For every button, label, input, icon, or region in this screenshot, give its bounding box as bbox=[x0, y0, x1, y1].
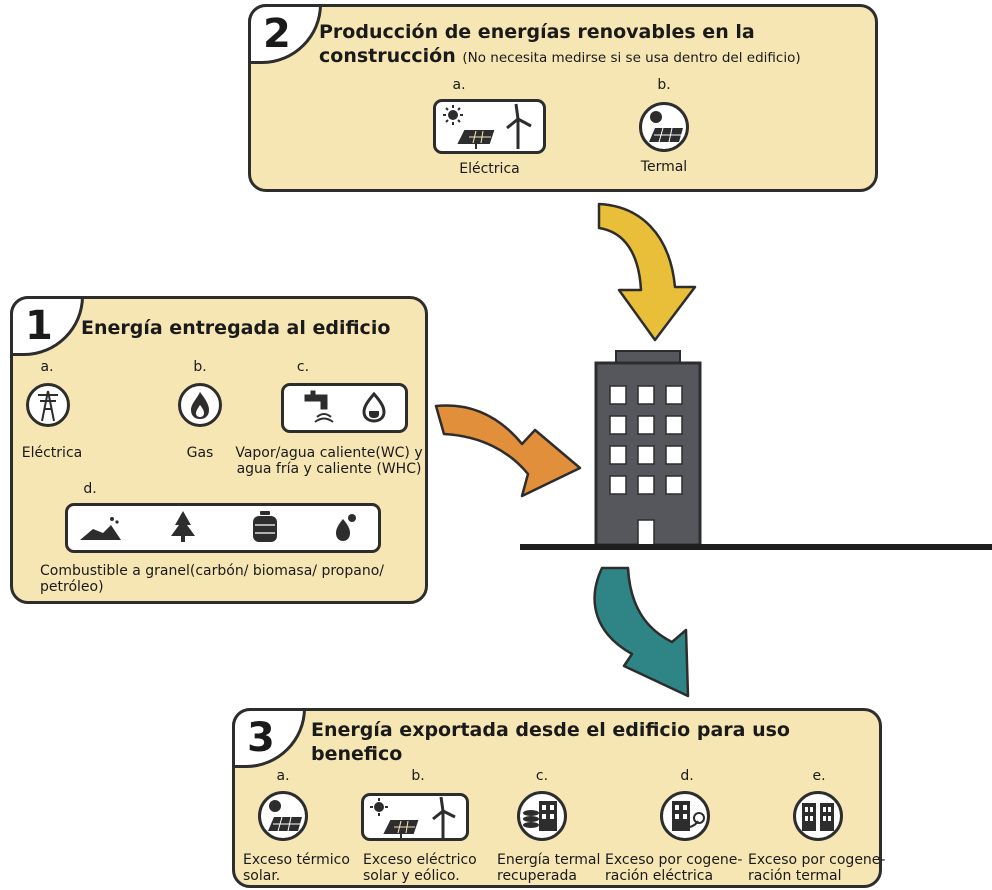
solar-wind-icon bbox=[361, 793, 469, 841]
item-label-line1: Exceso por cogene- bbox=[748, 852, 886, 868]
recovered-heat-icon bbox=[517, 791, 567, 841]
panel-title-line1: Energía exportada desde el edificio para… bbox=[311, 719, 790, 741]
delivered-input-arrow bbox=[434, 404, 582, 498]
renewable-input-arrow bbox=[597, 202, 697, 342]
item-label: Eléctrica bbox=[459, 161, 520, 177]
item-label-line2: ración eléctrica bbox=[605, 868, 714, 884]
panel-title: Energía entregada al edificio bbox=[81, 317, 391, 339]
item-label-line1: Exceso térmico bbox=[243, 852, 350, 868]
cogeneration-thermal-icon bbox=[793, 791, 843, 841]
building-icon bbox=[594, 350, 702, 547]
panel-exported-energy: 3 Energía exportada desde el edificio pa… bbox=[232, 708, 886, 888]
item-label-line2: agua fría y caliente (WHC) bbox=[236, 461, 422, 477]
panel-title-line2: construcción bbox=[319, 45, 456, 67]
item-label-line1: Vapor/agua caliente(WC) y bbox=[235, 445, 423, 461]
item-label: Combustible a granel(carbón/ biomasa/ pr… bbox=[40, 563, 420, 595]
item-letter: c. bbox=[535, 768, 549, 784]
panel-number-badge: 1 bbox=[10, 296, 84, 356]
item-letter: c. bbox=[296, 359, 310, 375]
item-letter: b. bbox=[657, 77, 671, 93]
item-letter: b. bbox=[193, 359, 207, 375]
item-label-line1: Combustible a granel(carbón/ biomasa/ pr… bbox=[40, 563, 384, 579]
panel-number-badge: 2 bbox=[248, 4, 322, 64]
item-label-line2: ración termal bbox=[748, 868, 842, 884]
item-label: Exceso por cogene- ración eléctrica bbox=[605, 852, 745, 884]
item-letter: e. bbox=[812, 768, 826, 784]
item-label: Energía termal recuperada bbox=[497, 852, 607, 884]
item-letter: a. bbox=[276, 768, 290, 784]
item-label-line1: Energía termal bbox=[497, 852, 601, 868]
gas-flame-icon bbox=[178, 383, 222, 427]
item-label-line1: Exceso por cogene- bbox=[605, 852, 743, 868]
item-letter: d. bbox=[83, 481, 97, 497]
panel-renewable-production: 2 Producción de energías renovables en l… bbox=[248, 4, 878, 192]
item-label: Vapor/agua caliente(WC) y agua fría y ca… bbox=[229, 445, 429, 477]
panel-title: Energía exportada desde el edificio para… bbox=[311, 718, 881, 766]
item-label-line2: petróleo) bbox=[40, 579, 104, 595]
panel-note: (No necesita medirse si se usa dentro de… bbox=[462, 50, 801, 66]
item-letter: a. bbox=[452, 77, 466, 93]
panel-delivered-energy: 1 Energía entregada al edificio a. Eléct… bbox=[10, 296, 428, 604]
exported-output-arrow bbox=[593, 566, 690, 698]
item-letter: a. bbox=[40, 359, 54, 375]
ground-line bbox=[520, 544, 992, 550]
item-letter: b. bbox=[411, 768, 425, 784]
item-label-line1: Exceso eléctrico bbox=[363, 852, 477, 868]
item-label: Exceso térmico solar. bbox=[243, 852, 353, 884]
item-label: Eléctrica bbox=[21, 445, 83, 461]
bulk-fuel-icon bbox=[65, 503, 381, 553]
item-label-line2: solar y eólico. bbox=[363, 868, 460, 884]
item-letter: d. bbox=[680, 768, 694, 784]
cogeneration-electric-icon bbox=[660, 791, 710, 841]
solar-thermal-icon bbox=[258, 791, 308, 841]
item-label-line2: solar. bbox=[243, 868, 281, 884]
item-label: Gas bbox=[186, 445, 214, 461]
power-pylon-icon bbox=[26, 383, 70, 427]
item-label: Exceso por cogene- ración termal bbox=[748, 852, 886, 884]
solar-wind-icon bbox=[433, 99, 546, 154]
item-label: Exceso eléctrico solar y eólico. bbox=[363, 852, 483, 884]
panel-title: Producción de energías renovables en la … bbox=[319, 20, 879, 70]
solar-thermal-icon bbox=[639, 102, 689, 152]
item-label-line2: recuperada bbox=[497, 868, 577, 884]
panel-title-line2: benefico bbox=[311, 743, 403, 765]
item-label: Termal bbox=[640, 159, 688, 175]
panel-number-badge: 3 bbox=[232, 708, 306, 768]
panel-title-line1: Producción de energías renovables en la bbox=[319, 21, 755, 43]
tap-water-icon bbox=[281, 383, 408, 433]
